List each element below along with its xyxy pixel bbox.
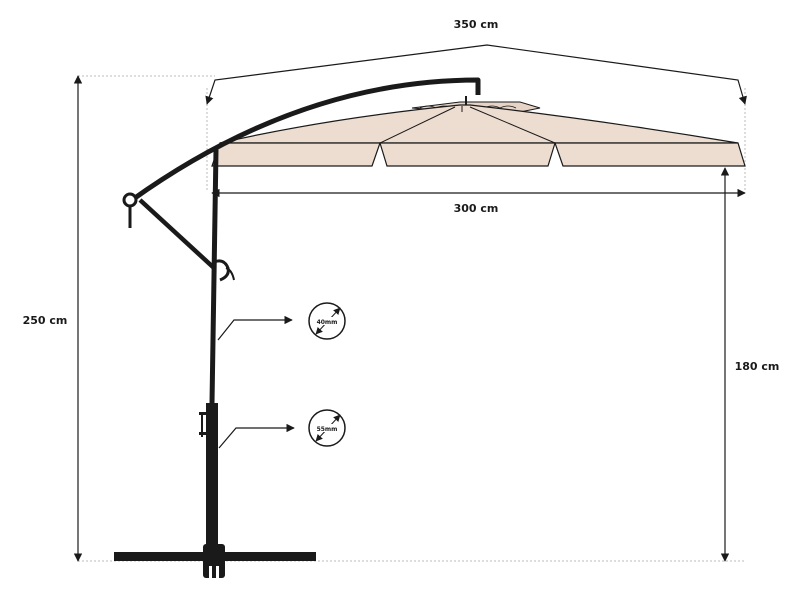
total-width-label: 350 cm <box>454 18 499 31</box>
lower-pole-diameter-label: 55mm <box>317 426 338 433</box>
lower-pole-diameter-callout: 55mm <box>218 409 346 449</box>
clearance-height-dimension: 180 cm <box>720 167 780 562</box>
umbrella-frame <box>114 77 481 578</box>
clearance-height-label: 180 cm <box>735 360 780 373</box>
canopy-width-label: 300 cm <box>454 202 499 215</box>
total-width-dimension: 350 cm <box>205 18 747 105</box>
total-height-label: 250 cm <box>23 314 68 327</box>
canopy <box>211 101 746 167</box>
canopy-width-dimension: 300 cm <box>211 188 746 215</box>
guide-lines <box>78 75 746 562</box>
upper-pole-diameter-callout: 40mm <box>217 302 346 341</box>
upper-pole-diameter-label: 40mm <box>317 319 338 326</box>
total-height-dimension: 250 cm <box>23 75 83 562</box>
